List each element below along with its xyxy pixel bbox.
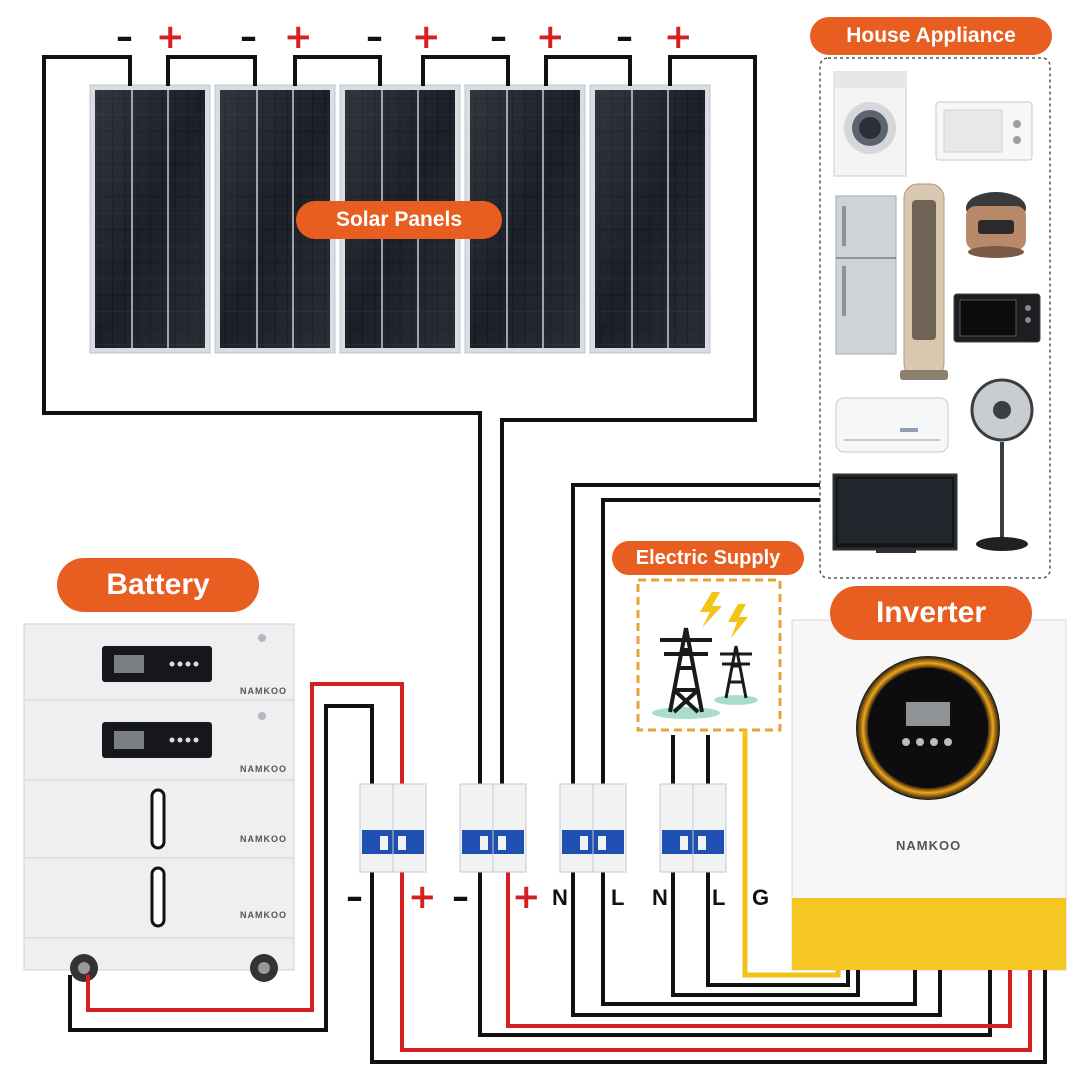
panel-minus-sign: – [366, 17, 383, 57]
inverter-label: Inverter [830, 586, 1032, 640]
solar-panel [214, 84, 336, 354]
terminal-battery-minus: – [346, 877, 363, 917]
rice-cooker-icon [966, 192, 1026, 258]
panel-minus-sign: – [490, 17, 507, 57]
panel-plus-sign: + [664, 17, 693, 57]
electric-supply-label: Electric Supply [612, 541, 804, 575]
microwave-icon [935, 101, 1033, 161]
breaker [559, 783, 627, 873]
solar-panel [89, 84, 211, 354]
breaker [659, 783, 727, 873]
battery-brand: NAMKOO [240, 834, 287, 844]
breaker [359, 783, 427, 873]
power-tower-icon [720, 645, 752, 699]
tower-fan-icon [900, 183, 948, 380]
terminal-neutral-grid: N [652, 885, 668, 910]
panel-minus-sign: – [116, 17, 133, 57]
power-button-icon [258, 712, 266, 720]
inverter-unit [791, 619, 1067, 971]
solar-panels-label: Solar Panels [296, 201, 502, 239]
terminal-pv-minus: – [452, 877, 469, 917]
terminal-neutral-load: N [552, 885, 568, 910]
house-appliance-label: House Appliance [810, 17, 1052, 55]
battery-label: Battery [57, 558, 259, 612]
battery-brand: NAMKOO [240, 764, 287, 774]
terminal-line-grid: L [712, 885, 726, 910]
air-conditioner-icon [835, 397, 949, 453]
breaker-bank [359, 783, 727, 873]
panel-wiring [42, 55, 757, 784]
battery-display-panel [102, 722, 212, 758]
battery-display-panel [102, 646, 212, 682]
house-appliance-box [819, 57, 1051, 579]
terminal-line-load: L [611, 885, 625, 910]
battery-stack [23, 623, 295, 982]
panel-plus-sign: + [156, 17, 185, 57]
power-button-icon [258, 634, 266, 642]
electric-supply-box [636, 578, 782, 732]
power-tower-icon [660, 627, 712, 714]
oven-icon [953, 293, 1041, 343]
terminal-pv-plus: + [512, 877, 541, 917]
terminal-ground: G [752, 885, 770, 910]
ac-wiring [571, 483, 820, 784]
washing-machine-icon [833, 71, 907, 177]
television-icon [832, 473, 958, 553]
battery-handle [150, 788, 166, 850]
battery-brand: NAMKOO [240, 910, 287, 920]
terminal-battery-plus: + [408, 877, 437, 917]
dc-wiring [68, 682, 1047, 1064]
battery-brand: NAMKOO [240, 686, 287, 696]
panel-plus-sign: + [284, 17, 313, 57]
stand-fan-icon [970, 378, 1034, 551]
panel-minus-sign: – [240, 17, 257, 57]
panel-plus-sign: + [536, 17, 565, 57]
battery-handle [150, 866, 166, 928]
lightning-icon [700, 592, 722, 628]
panel-minus-sign: – [616, 17, 633, 57]
breaker [459, 783, 527, 873]
inverter-brand: NAMKOO [896, 838, 962, 853]
panel-plus-sign: + [412, 17, 441, 57]
lightning-icon [728, 604, 748, 638]
refrigerator-icon [835, 195, 897, 355]
solar-panel [589, 84, 711, 354]
